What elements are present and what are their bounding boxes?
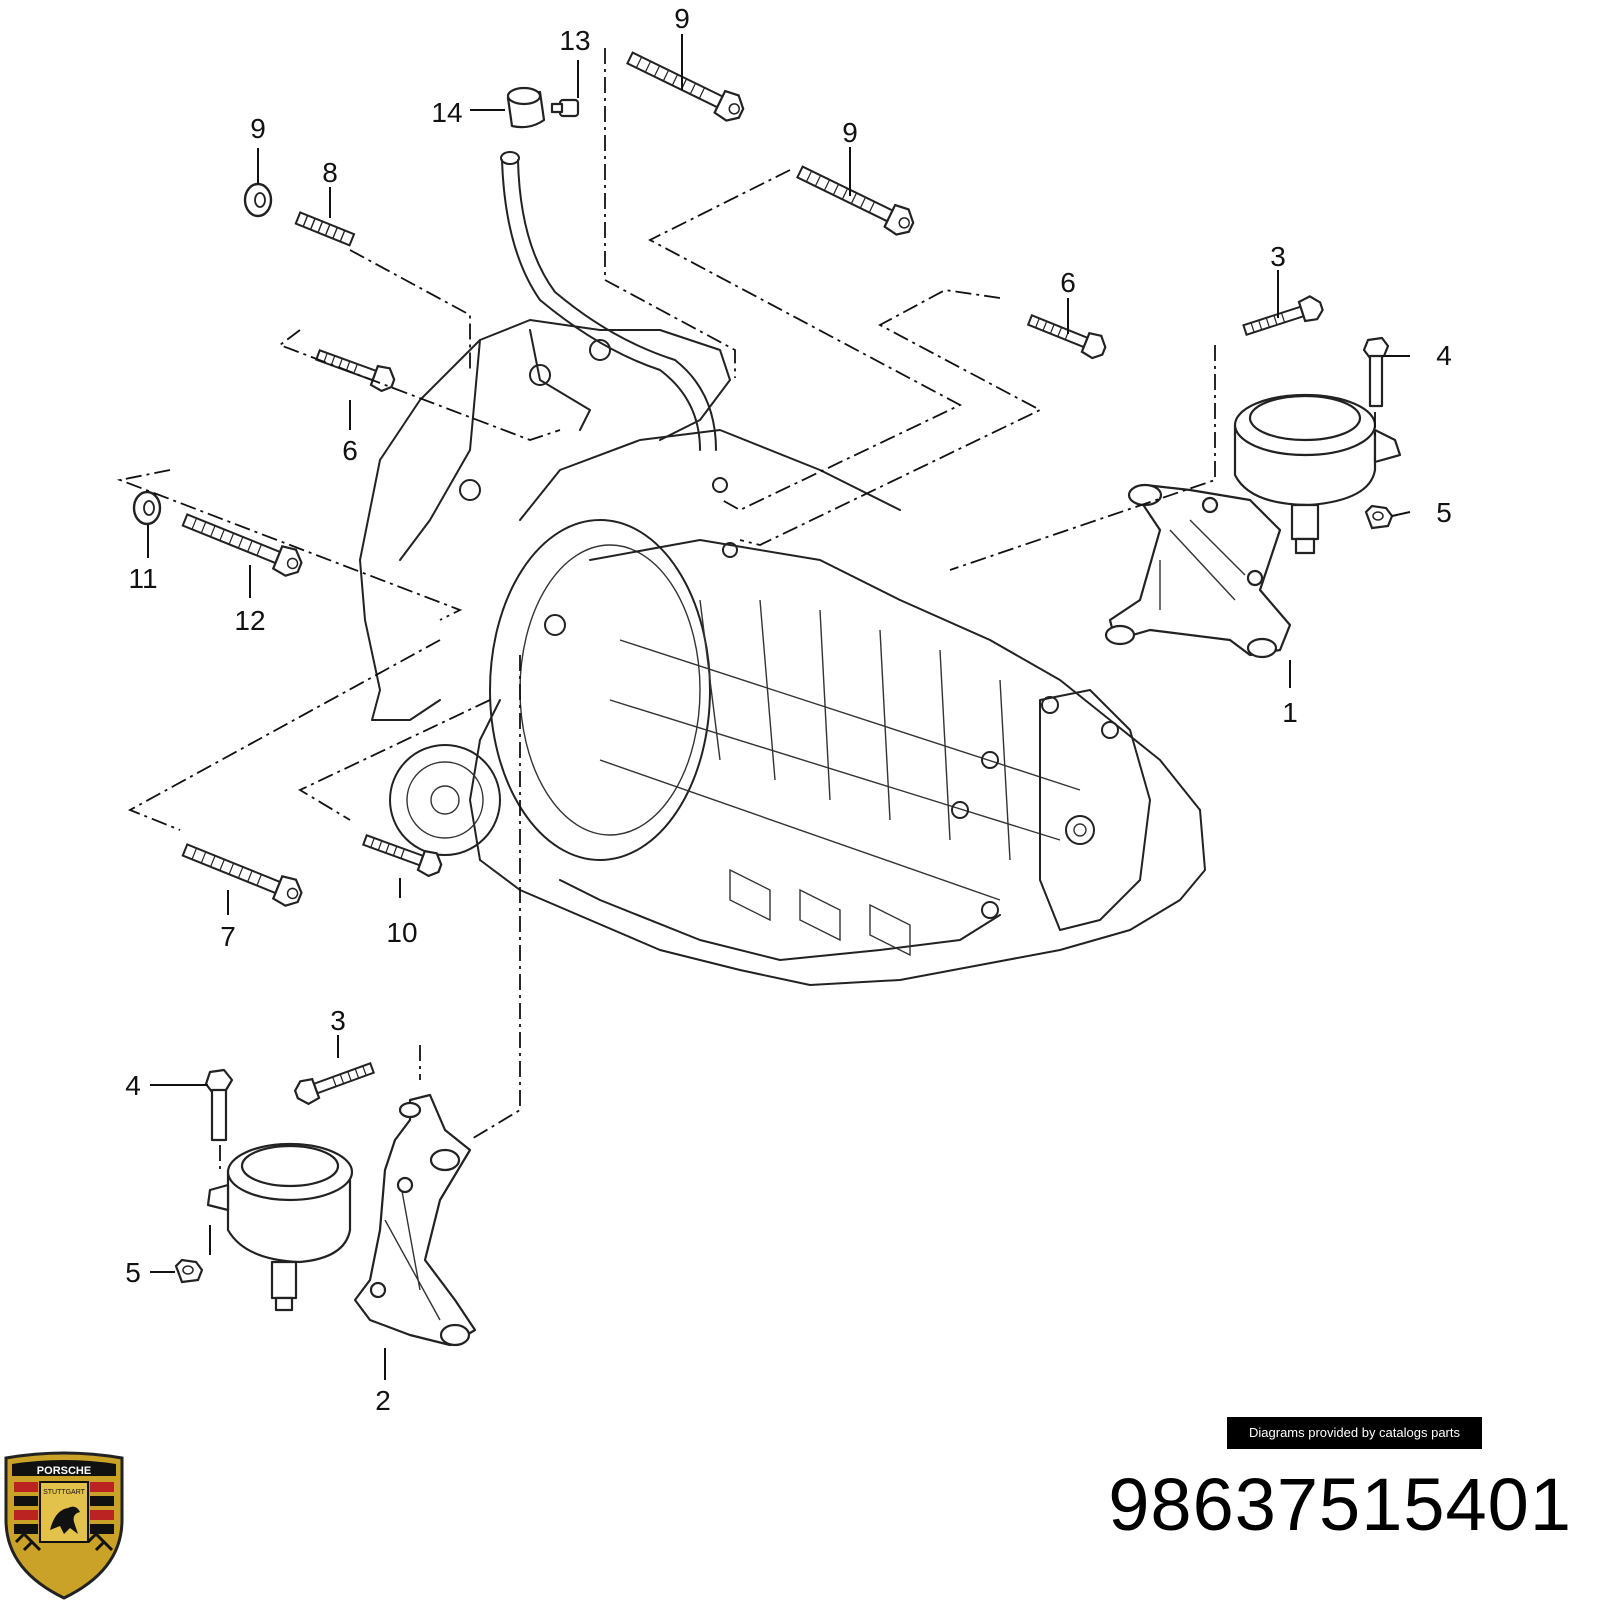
part-number: 98637515401 — [1108, 1463, 1572, 1546]
callout-9-mid: 9 — [842, 117, 858, 148]
bolt-4-left — [204, 1068, 234, 1142]
callout-13: 13 — [559, 25, 590, 56]
callout-3-left: 3 — [330, 1005, 346, 1036]
engine-mount-left — [206, 1142, 354, 1312]
logo-wordmark: PORSCHE — [37, 1465, 91, 1477]
diagram-credit-badge: Diagrams provided by catalogs parts — [1227, 1417, 1482, 1449]
callout-5-left: 5 — [125, 1257, 141, 1288]
callout-14: 14 — [431, 97, 462, 128]
logo-subtext: STUTTGART — [43, 1489, 86, 1496]
callouts: 1 2 3 3 4 4 5 5 6 6 7 8 9 9 9 10 11 12 1… — [125, 3, 1452, 1416]
clip-14 — [506, 86, 546, 129]
engine-mount-right — [1233, 393, 1402, 555]
transmission-housing — [359, 151, 1206, 986]
callout-9-left: 9 — [250, 113, 266, 144]
washer-11 — [132, 490, 162, 526]
callout-8: 8 — [322, 157, 338, 188]
stud-8 — [294, 211, 356, 247]
bolt-9-top — [622, 44, 749, 127]
callout-9-top: 9 — [674, 3, 690, 34]
callout-2: 2 — [375, 1385, 391, 1416]
bolt-3-right — [1240, 292, 1326, 343]
callout-10: 10 — [386, 917, 417, 948]
bolt-12 — [178, 505, 307, 581]
bolt-7 — [178, 835, 307, 911]
callout-3-right: 3 — [1270, 241, 1286, 272]
callout-1: 1 — [1282, 697, 1298, 728]
nut-5-left — [174, 1258, 204, 1284]
callout-4-left: 4 — [125, 1070, 141, 1101]
bolt-9-mid — [792, 158, 919, 241]
porsche-crest-logo: PORSCHE STUTTGART — [4, 1451, 124, 1600]
washer-9-left — [243, 182, 273, 218]
nut-5-right — [1364, 504, 1394, 530]
callout-4-right: 4 — [1436, 340, 1452, 371]
bolt-13 — [550, 98, 580, 118]
leader-lines — [147, 34, 1411, 1380]
mount-bracket-right — [1104, 483, 1292, 659]
callout-5-right: 5 — [1436, 497, 1452, 528]
assembly-lines — [116, 48, 1376, 1170]
bolt-4-right — [1362, 336, 1390, 408]
callout-6-right: 6 — [1060, 267, 1076, 298]
mount-bracket-left — [353, 1093, 477, 1347]
callout-7: 7 — [220, 921, 236, 952]
bolt-6-left — [312, 342, 399, 395]
bolt-3-left — [291, 1055, 378, 1108]
callout-12: 12 — [234, 605, 265, 636]
callout-6-left: 6 — [342, 435, 358, 466]
callout-11: 11 — [128, 563, 157, 594]
